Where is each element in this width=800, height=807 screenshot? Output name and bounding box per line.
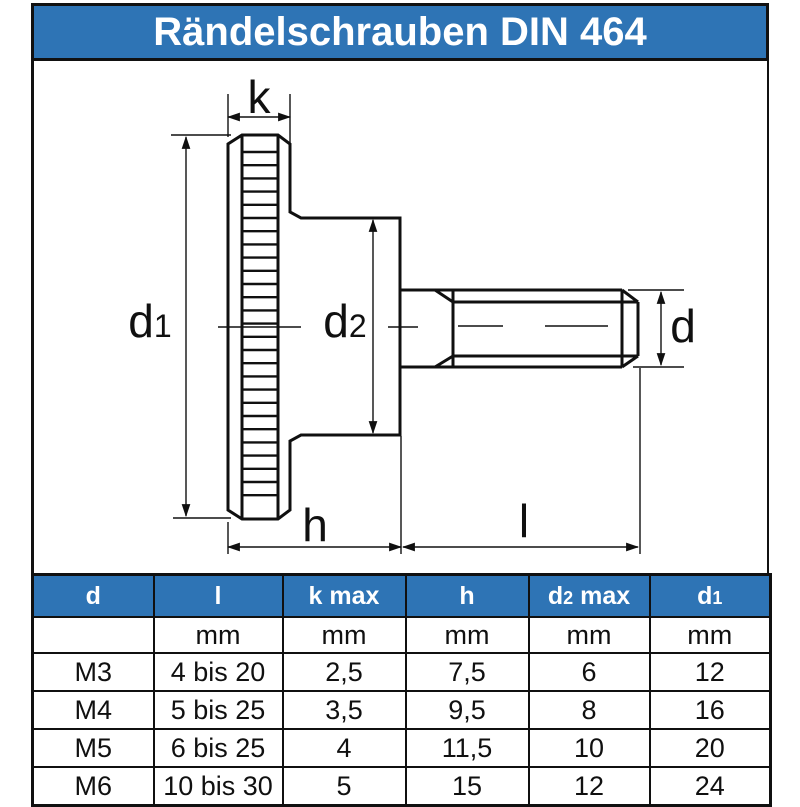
units-row: mm mm mm mm mm	[31, 616, 772, 654]
cell-d1: 16	[648, 690, 772, 730]
page-title: Rändelschrauben DIN 464	[153, 9, 647, 54]
dim-label-d2: d2	[323, 295, 367, 347]
table-row-m3: M3 4 bis 20 2,5 7,5 6 12	[31, 652, 772, 692]
units-cell: mm	[152, 616, 284, 654]
cell-thread-size: M3	[31, 652, 155, 692]
units-cell: mm	[527, 616, 651, 654]
units-cell: mm	[648, 616, 772, 654]
table-row-m4: M4 5 bis 25 3,5 9,5 8 16	[31, 690, 772, 730]
cell-thread-size: M5	[31, 728, 155, 768]
cell-thread-size: M4	[31, 690, 155, 730]
dimension-d1	[171, 134, 231, 519]
dimension-l	[401, 368, 641, 554]
cell-d1: 24	[648, 766, 772, 807]
units-cell	[31, 616, 155, 654]
drawing-area: k d1 d2 d h l	[31, 61, 769, 573]
center-lines	[218, 325, 608, 328]
cell-length-range: 6 bis 25	[152, 728, 284, 768]
dimension-d	[628, 289, 684, 368]
cell-length-range: 10 bis 30	[152, 766, 284, 807]
spec-table-header-row: d l k max h d2 max d1	[31, 573, 772, 618]
dim-label-d: d	[670, 300, 696, 352]
cell-k-max: 5	[281, 766, 407, 807]
spec-table: d l k max h d2 max d1 mm mm mm mm mm M3 …	[31, 573, 772, 807]
col-header-h: h	[404, 573, 530, 618]
title-bar: Rändelschrauben DIN 464	[31, 3, 769, 61]
knurl-lines	[242, 150, 278, 497]
cell-d2-max: 6	[527, 652, 651, 692]
units-cell: mm	[404, 616, 530, 654]
col-header-d2-max: d2 max	[527, 573, 651, 618]
screw-technical-drawing-svg	[171, 94, 684, 554]
dimension-h	[226, 436, 403, 554]
cell-h: 9,5	[404, 690, 530, 730]
dim-label-d1: d1	[128, 295, 172, 347]
cell-d1: 20	[648, 728, 772, 768]
cell-k-max: 4	[281, 728, 407, 768]
table-row-m5: M5 6 bis 25 4 11,5 10 20	[31, 728, 772, 768]
cell-h: 11,5	[404, 728, 530, 768]
threaded-shank-outline	[400, 288, 640, 369]
col-header-k-max: k max	[281, 573, 407, 618]
cell-k-max: 2,5	[281, 652, 407, 692]
col-header-l: l	[152, 573, 284, 618]
cell-k-max: 3,5	[281, 690, 407, 730]
col-header-d: d	[31, 573, 155, 618]
dim-label-k: k	[247, 71, 271, 123]
cell-d1: 12	[648, 652, 772, 692]
dimension-k	[226, 94, 292, 146]
cell-h: 7,5	[404, 652, 530, 692]
dim-label-l: l	[518, 495, 530, 547]
units-cell: mm	[281, 616, 407, 654]
cell-length-range: 4 bis 20	[152, 652, 284, 692]
cell-d2-max: 8	[527, 690, 651, 730]
cell-length-range: 5 bis 25	[152, 690, 284, 730]
col-header-d1: d1	[648, 573, 772, 618]
cell-d2-max: 10	[527, 728, 651, 768]
dim-label-h: h	[302, 499, 328, 551]
